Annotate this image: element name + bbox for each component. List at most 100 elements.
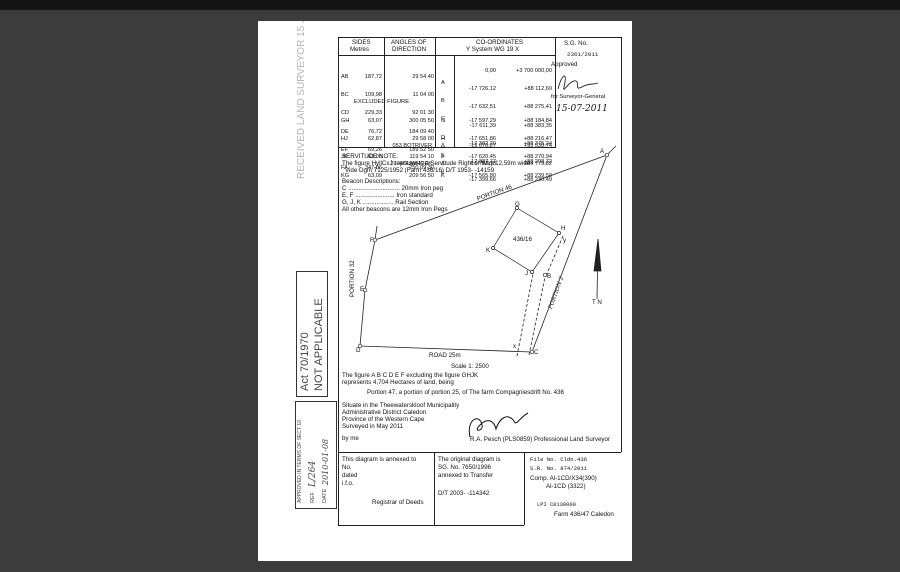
angle-row: 92 01 30 xyxy=(412,110,434,117)
trig-y: -19 070,27 xyxy=(469,143,496,150)
boundary-ext-F xyxy=(374,225,378,241)
act-stamp-box xyxy=(296,271,328,397)
boundary-line xyxy=(359,154,608,353)
ex-x-row: +88 270,94 xyxy=(523,154,552,161)
length-row: 187,72 xyxy=(364,74,382,81)
label-A: A xyxy=(600,148,605,155)
ref-label: REF xyxy=(310,492,316,503)
beacon-line-2: E, F ....................... Iron standa… xyxy=(342,192,433,199)
beacon-A xyxy=(604,152,610,158)
ex-angle-row: 119 54 10 xyxy=(409,154,434,161)
trig-symbol: Δ xyxy=(441,161,445,168)
lengths-column: 187,72 109,98 229,33 76,72 69,26 347,06 xyxy=(358,62,382,183)
excluded-sides-column: GH HJ JK KG xyxy=(341,106,349,191)
registrar-label: Registrar of Deeds xyxy=(372,499,424,506)
date-value: 2010-01-08 xyxy=(321,438,330,485)
trig-names-column: 053 BOTRIVER 21 HOUWHOEK xyxy=(386,131,432,179)
servitude-title: SERVITUDE NOTE: xyxy=(342,153,398,160)
points-column: A B C D E F xyxy=(441,56,447,189)
label-C: C xyxy=(534,349,539,356)
side-row: AB xyxy=(341,74,349,81)
y-coord-row: 0,00 xyxy=(485,68,496,75)
portion-32-label: PORTION 32 xyxy=(349,260,356,297)
point-row: F xyxy=(441,170,445,177)
y-coord-row: -17 611,39 xyxy=(469,122,496,129)
beacon-F xyxy=(372,237,378,243)
point-row: A xyxy=(441,80,445,87)
description-line-1: The figure A B C D E F excluding the fig… xyxy=(342,372,479,379)
point-row: B xyxy=(441,98,445,105)
comp-line-1: Comp. Al-1CD/X34(390) xyxy=(530,475,597,482)
x-coord-row: +88 275,41 xyxy=(523,104,552,111)
side-row: CD xyxy=(341,110,350,117)
x-coord-row: +88 112,69 xyxy=(524,86,552,93)
for-surveyor-general: for Surveyor-General xyxy=(551,94,606,100)
excluded-x-column: +88 184,84 +88 216,47 +88 270,94 +88 239… xyxy=(502,106,552,191)
beacon-G xyxy=(515,206,519,210)
frame-top-line xyxy=(338,37,621,38)
trig-x: +93 530,74 xyxy=(523,143,552,150)
label-x: x xyxy=(513,343,517,350)
table-col-line-1 xyxy=(384,37,385,147)
label-F: F xyxy=(370,237,374,244)
y-coord-row: -17 726,12 xyxy=(469,86,496,93)
act-stamp-line-1: Act 70/1970 xyxy=(299,332,311,391)
annexed-line-4: i.f.o. xyxy=(342,480,354,487)
ex-length-row: 63,09 xyxy=(368,172,382,179)
original-line-1: The original diagram is xyxy=(438,456,501,463)
ex-side-row: HJ xyxy=(341,136,348,143)
beacon-K xyxy=(491,246,495,250)
x-coords-column: +3 700 000,00 +88 112,69 +88 275,41 +88 … xyxy=(502,56,552,195)
label-K: K xyxy=(486,247,491,254)
label-E: E xyxy=(360,286,365,293)
annexed-line-1: This diagram is annexed to xyxy=(342,456,417,463)
beacon-J xyxy=(530,270,534,274)
trig-symbols-column: Δ Δ xyxy=(441,131,447,179)
servitude-line-1 xyxy=(516,273,534,357)
approval-terms: APPROVED IN TERMS OF SECT 10 xyxy=(297,420,303,503)
angles-column: 29 54 40 11 04 00 92 01 30 184 09 40 189… xyxy=(400,62,434,183)
beacon-C xyxy=(529,349,535,355)
ex-point-row: H xyxy=(441,136,446,143)
ex-point-row: J xyxy=(441,154,444,161)
comp-line-2: Al-1CD (3322) xyxy=(546,483,586,490)
x-coord-row: +88 375,24 xyxy=(523,140,552,147)
beacon-title: Beacon Descriptions: xyxy=(342,178,401,185)
ex-side-row: JK xyxy=(341,154,348,161)
excluded-y-column: -17 597,29 -17 651,86 -17 620,45 -17 565… xyxy=(456,106,496,191)
angle-row: 189 52 50 xyxy=(409,146,434,153)
description-line-2: represents 4,704 Hectares of land, being xyxy=(342,379,454,386)
viewer-top-bar xyxy=(0,0,900,10)
sides-column: AB BC CD DE EF FA xyxy=(341,62,349,183)
trig-y-column: -19 070,27 -16 797,78 xyxy=(456,131,496,179)
act-stamp-line-2: NOT APPLICABLE xyxy=(313,298,325,391)
length-row: 69,26 xyxy=(368,146,382,153)
sg-number-label: S.G. No. xyxy=(564,40,588,47)
bottom-divider-1 xyxy=(434,452,435,525)
ex-length-row: 63,07 xyxy=(368,118,382,125)
lpi-code: LPI C0130000 xyxy=(537,502,576,508)
label-y: y xyxy=(563,237,567,244)
original-line-4: D/T 2003- -114342 xyxy=(438,490,490,497)
x-coord-row: +3 700 000,00 xyxy=(516,68,552,75)
file-number: File No. Cldn.436 xyxy=(530,456,588,463)
point-row: D xyxy=(441,134,446,141)
length-row: 109,98 xyxy=(364,92,382,99)
point-row: C xyxy=(441,116,446,123)
annexed-line-2: No. xyxy=(342,464,352,471)
y-coords-column: 0,00 -17 726,12 -17 632,51 -17 611,39 -1… xyxy=(456,56,496,195)
angle-row: 250 09 30 xyxy=(409,164,434,171)
label-D: D xyxy=(356,347,361,354)
sr-number: S.R. No. 874/2011 xyxy=(530,465,588,472)
received-stamp-blurred: RECEIVED LAND SURVEYOR 15 JUL 2011 xyxy=(296,21,307,179)
date-label: DATE xyxy=(322,488,328,503)
sg-number-value: 2361/2011 xyxy=(567,51,599,58)
description-line-5: Administrative District Caledon xyxy=(342,409,427,416)
description-line-3: Portion 47, a portion of portion 25, of … xyxy=(367,389,564,396)
beacon-line-1: C .............................. 20mm Ir… xyxy=(342,185,444,192)
length-row: 347,06 xyxy=(364,164,382,171)
ex-length-row: 63,05 xyxy=(368,154,382,161)
ex-side-row: KG xyxy=(341,172,350,179)
survey-diagram-page: SIDES Metres ANGLES OF DIRECTION CO-ORDI… xyxy=(258,21,632,561)
excluded-figure-number: 436/16 xyxy=(513,236,532,243)
